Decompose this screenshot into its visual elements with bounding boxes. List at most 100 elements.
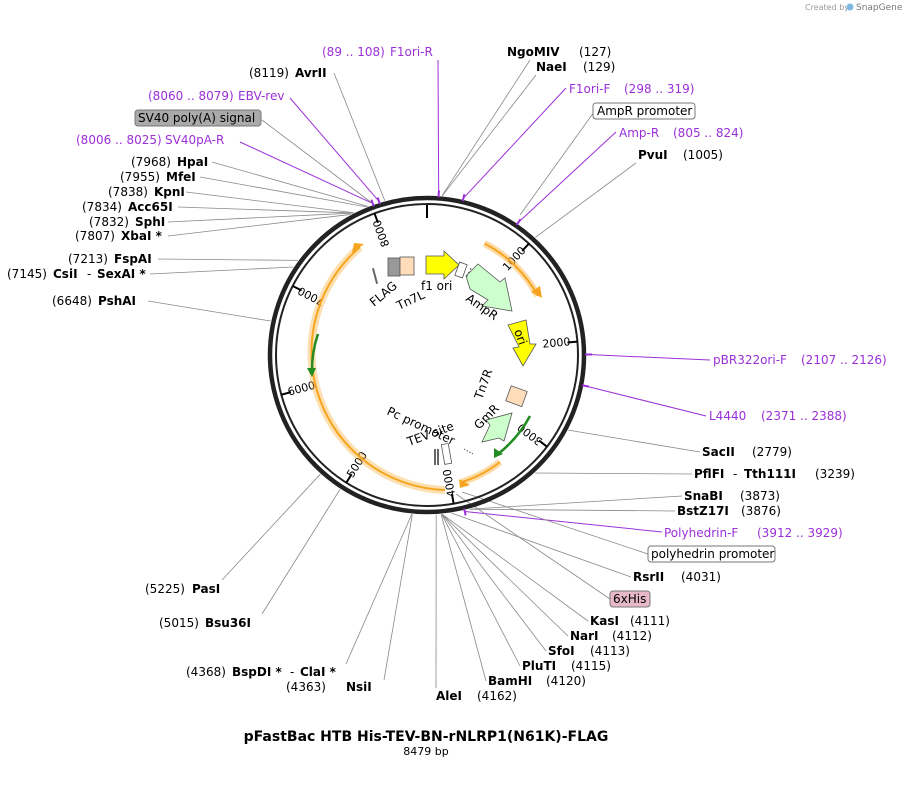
site-rsrii-pos: (4031) (681, 570, 721, 584)
site-mfei-pos: (7955) (120, 170, 160, 184)
leader-site-21 (167, 214, 351, 237)
snapgene-logo-icon (846, 3, 854, 11)
label-ori: ori (511, 327, 529, 346)
site-avrii-pos: (8119) (249, 66, 289, 80)
leader-site-2 (535, 162, 637, 238)
primer-mark-5 (463, 508, 467, 516)
leader-site-22 (167, 212, 354, 223)
primer-mark-6 (370, 199, 375, 207)
site-pshai-pos: (6648) (52, 294, 92, 308)
site-hpai-pos: (7968) (131, 155, 171, 169)
backbone (267, 195, 587, 515)
site-nsii: NsiI (346, 680, 372, 694)
credit-brand: SnapGene (856, 3, 902, 13)
site-bamhi: BamHI (488, 674, 532, 688)
leader-site-26 (211, 161, 368, 207)
leader-site-7 (451, 512, 632, 578)
site-xbai: XbaI * (121, 229, 163, 243)
boxed-feature-labels: AmpR promoter polyhedrin promoter 6xHis … (134, 102, 776, 608)
leader-site-0 (441, 59, 531, 196)
ampr-promoter-box (454, 261, 468, 279)
site-csii-pos: (7145) (7, 267, 47, 281)
primer-pbr322ori-f: pBR322ori-F (713, 353, 787, 367)
site-kasi-pos: (4111) (630, 614, 670, 628)
primer-amp-r: Amp-R (619, 126, 659, 140)
site-hpai: HpaI (177, 155, 208, 169)
label-tn7l: Tn7L (393, 288, 427, 314)
site-sphi: SphI (135, 215, 165, 229)
leader-feature-2 (455, 493, 611, 600)
site-ngomiv-pos: (127) (579, 45, 611, 59)
site-naei-pos: (129) (583, 60, 615, 74)
leader-site-20 (157, 258, 298, 261)
feature-polyhedrin-promoter: polyhedrin promoter (651, 547, 774, 561)
leader-site-4 (535, 472, 693, 475)
leader-site-9 (441, 513, 569, 637)
primer-pbr322ori-f-range: (2107 .. 2126) (801, 353, 887, 367)
tick-3000 (538, 439, 548, 448)
leader-site-23 (177, 206, 354, 214)
tick-1000 (521, 242, 530, 252)
leader-site-5 (469, 495, 683, 510)
leader-site-17 (221, 473, 321, 581)
primer-polyhedrin-f: Polyhedrin-F (664, 526, 738, 540)
tev-site-box (440, 442, 453, 465)
site-bspdi-pos: (4368) (186, 665, 226, 679)
primer-mark-7 (376, 197, 381, 205)
snapgene-credit: Created by SnapGene (805, 3, 902, 13)
primer-f1ori-r-range: (89 .. 108) (322, 45, 385, 59)
plasmid-title: pFastBac HTB His-TEV-BN-rNLRP1(N61K)-FLA… (244, 729, 609, 745)
primer-polyhedrin-f-range: (3912 .. 3929) (757, 526, 843, 540)
orf-arc-insert (310, 246, 446, 491)
leader-site-24 (185, 191, 354, 214)
leader-site-16 (261, 489, 341, 615)
site-nari-pos: (4112) (612, 629, 652, 643)
site-nsii-pos: (4363) (286, 680, 326, 694)
leader-site-3 (568, 429, 701, 453)
feature-6xhis: 6xHis (613, 592, 646, 606)
site-avrii: AvrII (295, 66, 327, 80)
leader-site-19 (149, 266, 294, 275)
site-acc65i-pos: (7834) (82, 200, 122, 214)
feature-ampr-promoter: AmpR promoter (597, 104, 692, 118)
orf-arc-ampr (484, 242, 539, 297)
primer-f1ori-r: F1ori-R (390, 45, 433, 59)
site-pflfi-dash: - (733, 467, 737, 481)
site-snabi: SnaBI (684, 489, 723, 503)
leader-primer-3 (587, 354, 711, 361)
primer-l4440: L4440 (709, 409, 746, 423)
leader-primer-5 (464, 511, 663, 533)
green-arc-left-head (307, 368, 316, 377)
site-pluti: PluTI (522, 659, 556, 673)
leader-site-27 (333, 72, 386, 201)
leader-primer-2 (517, 131, 617, 223)
leader-site-8 (441, 513, 589, 622)
leader-site-18 (147, 300, 271, 322)
leader-feature-3 (261, 119, 373, 204)
leader-site-25 (199, 176, 367, 208)
site-pvui-pos: (1005) (683, 148, 723, 162)
site-kasi: KasI (590, 614, 619, 628)
tev-mark-2 (437, 449, 439, 465)
backbone-inner-ring (275, 203, 579, 507)
leader-lines (147, 59, 711, 689)
site-sfoi: SfoI (548, 644, 575, 658)
tn7r-box (505, 385, 528, 408)
tick-7000 (292, 285, 303, 292)
site-bstz17i-pos: (3876) (741, 504, 781, 518)
tick-8000 (373, 213, 379, 224)
leader-primer-0 (437, 59, 440, 195)
tev-mark-1 (434, 449, 436, 465)
site-pflfi: PflFI (694, 467, 724, 481)
site-sfoi-pos: (4113) (590, 644, 630, 658)
site-nari: NarI (570, 629, 599, 643)
site-acc65i: Acc65I (128, 200, 173, 214)
site-rsrii: RsrII (633, 570, 664, 584)
tick-4000 (450, 493, 455, 504)
primer-sv40pa-r-range: (8006 .. 8025) (76, 133, 162, 147)
leader-site-15 (345, 514, 413, 665)
site-sacii: SacII (702, 445, 735, 459)
tick-label-2000: 2000 (542, 335, 571, 350)
site-snabi-pos: (3873) (740, 489, 780, 503)
